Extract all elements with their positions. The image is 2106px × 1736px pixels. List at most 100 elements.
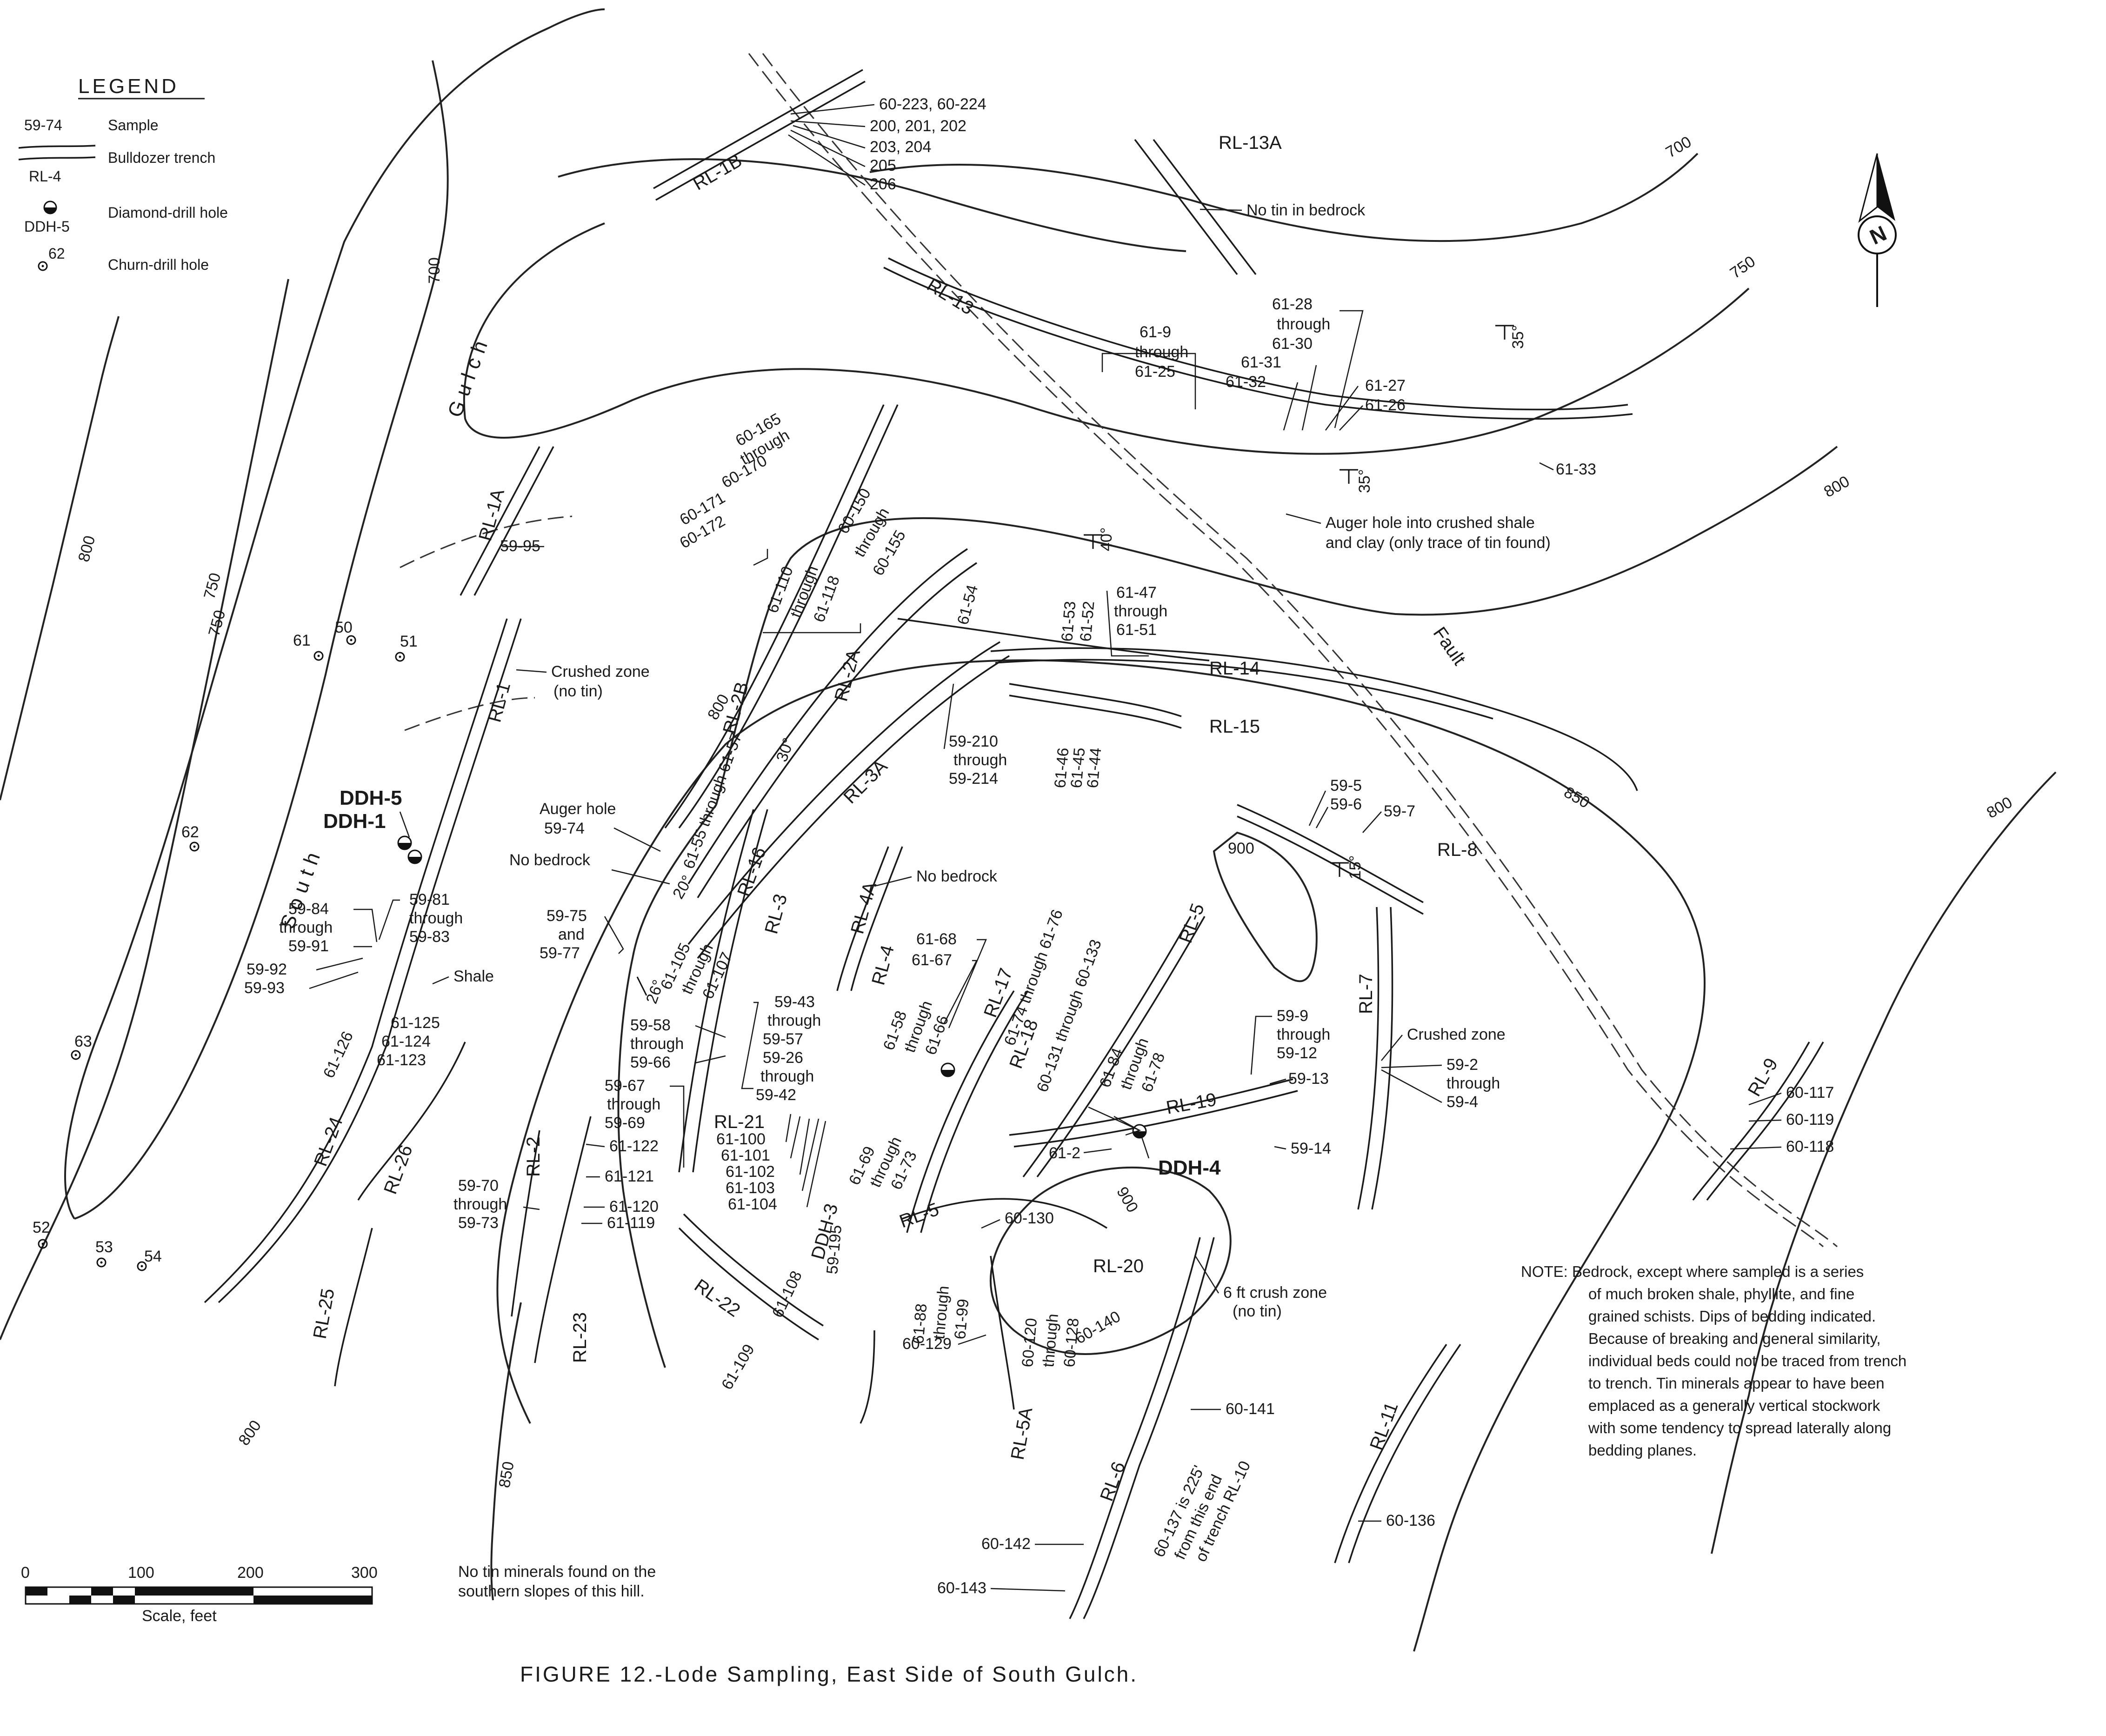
sample-label: 61-99 <box>951 1298 972 1340</box>
churn-hole-label: 51 <box>400 633 418 650</box>
trench-rl-13 <box>883 267 1633 420</box>
south-note-line: southern slopes of this hill. <box>458 1582 645 1600</box>
sample-label: 59-210 <box>949 733 998 750</box>
sample-label: through <box>930 1285 953 1340</box>
sample-label: 61-68 <box>916 930 957 948</box>
trench-label: RL-5 <box>1175 901 1208 946</box>
trench-label: RL-2 <box>523 1136 544 1177</box>
strike-dip-label: 30° <box>773 735 798 764</box>
legend-trench-label: Bulldozer trench <box>108 149 215 166</box>
sample-label: 59-57 <box>763 1030 803 1048</box>
sample-label: 60-117 <box>1786 1084 1834 1102</box>
drill-hole-label: DDH-4 <box>1158 1156 1221 1179</box>
sample-label: 59-4 <box>1446 1093 1478 1111</box>
sample-label: 61-123 <box>377 1051 426 1069</box>
sample-labels: 60-223, 60-224 200, 201, 202 203, 204 20… <box>244 95 1834 1597</box>
contour-label: 850 <box>495 1460 517 1489</box>
contour-750-ne <box>463 222 1750 455</box>
sample-label: 59-69 <box>605 1114 645 1132</box>
trench-rl-5 <box>1022 916 1192 1178</box>
contour-750-west <box>0 279 289 1340</box>
contour-gulch-left <box>64 8 605 1220</box>
scale-tick-label: 200 <box>237 1564 264 1582</box>
trench-label: RL-20 <box>1093 1256 1144 1276</box>
contour-850-sw <box>490 1302 522 1601</box>
sample-label: 61-9 <box>1140 323 1171 341</box>
legend: LEGEND 59-74 Sample Bulldozer trench RL-… <box>18 75 228 273</box>
north-arrow-icon: N <box>1858 153 1897 307</box>
trench-labels: RL-1B RL-13A RL-13 RL-1A RL-1 RL-2B RL-2… <box>310 133 1782 1504</box>
trench-label: RL-21 <box>714 1112 765 1132</box>
trench-rl-1b <box>655 80 866 201</box>
sample-label: 61-33 <box>1556 461 1596 478</box>
sample-label: through <box>1446 1075 1500 1092</box>
sample-label: 61-124 <box>381 1033 431 1050</box>
sample-label: through <box>607 1095 660 1113</box>
scale-tick-label: 300 <box>351 1564 378 1582</box>
note-line: of much broken shale, phyllite, and fine <box>1588 1285 1854 1302</box>
sample-label: through <box>767 1012 821 1029</box>
sample-label: 60-130 <box>1005 1209 1054 1227</box>
sample-label: 61-67 <box>912 951 952 969</box>
sample-label: 61-44 <box>1084 747 1105 789</box>
trench-rl-7 <box>1357 907 1380 1210</box>
sample-label: 59-73 <box>458 1214 499 1232</box>
trench-label: RL-13 <box>923 274 977 319</box>
sample-label: Shale <box>453 968 494 985</box>
strike-dip-icon <box>1330 862 1349 877</box>
sample-label: 61-104 <box>728 1195 777 1213</box>
legend-trench-line-icon <box>18 145 96 149</box>
trench-label: RL-26 <box>380 1142 417 1197</box>
contour-label: 900 <box>1113 1184 1141 1215</box>
trench-label: RL-11 <box>1366 1399 1402 1453</box>
sample-label: 61-28 <box>1272 295 1313 313</box>
diamond-drill-hole-icon <box>1132 1124 1147 1139</box>
sample-label: through <box>1277 1026 1330 1043</box>
diamond-drill-hole-icon <box>397 835 412 850</box>
legend-diamond-symbol: DDH-5 <box>24 218 70 235</box>
strike-dip-icon <box>1495 325 1514 340</box>
sample-label: through <box>953 751 1007 769</box>
trench-label: RL-5 <box>897 1199 942 1232</box>
sample-label: (no tin) <box>553 682 603 700</box>
sample-label: 60-140 <box>1072 1308 1124 1348</box>
contour-850 <box>496 659 1706 1652</box>
trench-label: RL-1B <box>690 150 746 194</box>
sample-label: 61-103 <box>726 1179 775 1197</box>
sample-label: 60-120 <box>1019 1317 1040 1368</box>
sample-label: Crushed zone <box>551 663 650 681</box>
sample-label: 61-109 <box>718 1341 758 1393</box>
contour-750-mid <box>558 158 1186 252</box>
sample-label: 59-93 <box>244 979 285 997</box>
trench-rl-5-mid <box>902 1198 1107 1229</box>
sample-label: 61-126 <box>320 1028 357 1081</box>
strike-dip-label: 35° <box>1356 469 1373 493</box>
sample-label: Auger hole into crushed shale <box>1326 514 1535 532</box>
contour-label: 750 <box>1727 253 1759 282</box>
churn-drill-hole-icon <box>346 635 356 645</box>
trench-label: RL-16 <box>733 845 770 899</box>
sample-label: through <box>1277 315 1330 333</box>
trench-rl-2 <box>511 1130 540 1317</box>
sample-label: through <box>1114 602 1167 620</box>
legend-churn-label: Churn-drill hole <box>108 256 209 273</box>
trench-rl-18 <box>906 990 1015 1233</box>
strike-dip-icon <box>1084 534 1102 549</box>
sample-label: 59-2 <box>1446 1056 1478 1074</box>
trench-label: RL-5A <box>1007 1406 1037 1462</box>
trench-rl-1a <box>460 446 540 596</box>
trench-rl-14-top <box>897 618 1210 661</box>
contour-lines <box>0 8 2057 1652</box>
sample-label: 61-55 through 61-57 <box>680 730 746 871</box>
sample-label: No bedrock <box>509 851 591 869</box>
churn-hole-label: 61 <box>293 632 311 649</box>
note-line: NOTE: Bedrock, except where sampled is a… <box>1521 1263 1864 1280</box>
strike-dip-icon <box>636 976 647 996</box>
trench-label: RL-7 <box>1356 974 1376 1014</box>
diamond-drill-hole-icon <box>940 1062 955 1077</box>
contour-900-east <box>1213 831 1318 982</box>
trench-label: RL-19 <box>1165 1089 1218 1118</box>
sample-label: 59-58 <box>630 1016 671 1034</box>
legend-churn-symbol: 62 <box>48 245 65 262</box>
sample-label: 61-25 <box>1135 363 1175 381</box>
